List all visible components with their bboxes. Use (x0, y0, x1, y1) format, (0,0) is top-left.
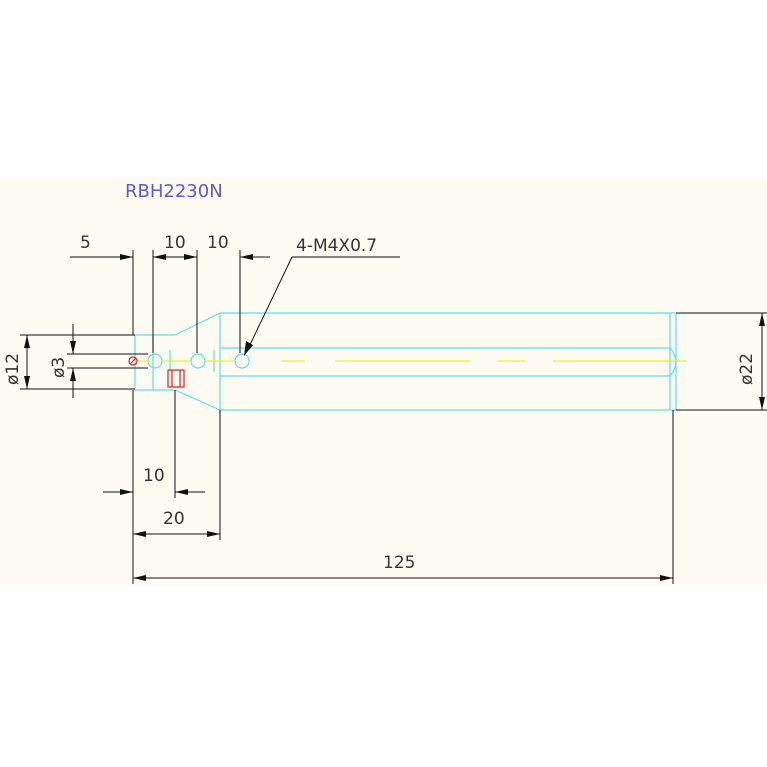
dim-top-10-b: 10 (207, 233, 270, 353)
svg-text:10: 10 (164, 233, 186, 253)
svg-text:10: 10 (207, 233, 229, 253)
svg-text:125: 125 (383, 553, 415, 573)
hole-2 (190, 353, 206, 369)
svg-text:ø22: ø22 (737, 353, 757, 385)
svg-text:ø12: ø12 (3, 353, 23, 385)
hole-3 (234, 353, 250, 369)
dim-overall-125: 125 (132, 390, 674, 584)
svg-text:10: 10 (143, 466, 165, 486)
svg-text:5: 5 (80, 233, 91, 253)
dim-dia-12: ø12 (3, 334, 135, 390)
svg-text:ø3: ø3 (49, 357, 69, 378)
dim-bottom-10: 10 (103, 390, 205, 498)
dim-top-10-a: 10 (152, 233, 198, 353)
red-marker (128, 356, 185, 388)
part-outline (134, 312, 677, 411)
dim-bottom-20: 20 (133, 410, 221, 540)
dim-dia-3: ø3 (49, 324, 148, 398)
dim-dia-22: ø22 (676, 312, 767, 411)
thread-callout: 4-M4X0.7 (244, 236, 400, 356)
dim-top-5: 5 (70, 233, 134, 335)
part-number-title: RBH2230N (125, 181, 223, 202)
svg-text:4-M4X0.7: 4-M4X0.7 (296, 236, 377, 256)
drawing-sheet (0, 178, 767, 586)
svg-text:20: 20 (163, 509, 185, 529)
